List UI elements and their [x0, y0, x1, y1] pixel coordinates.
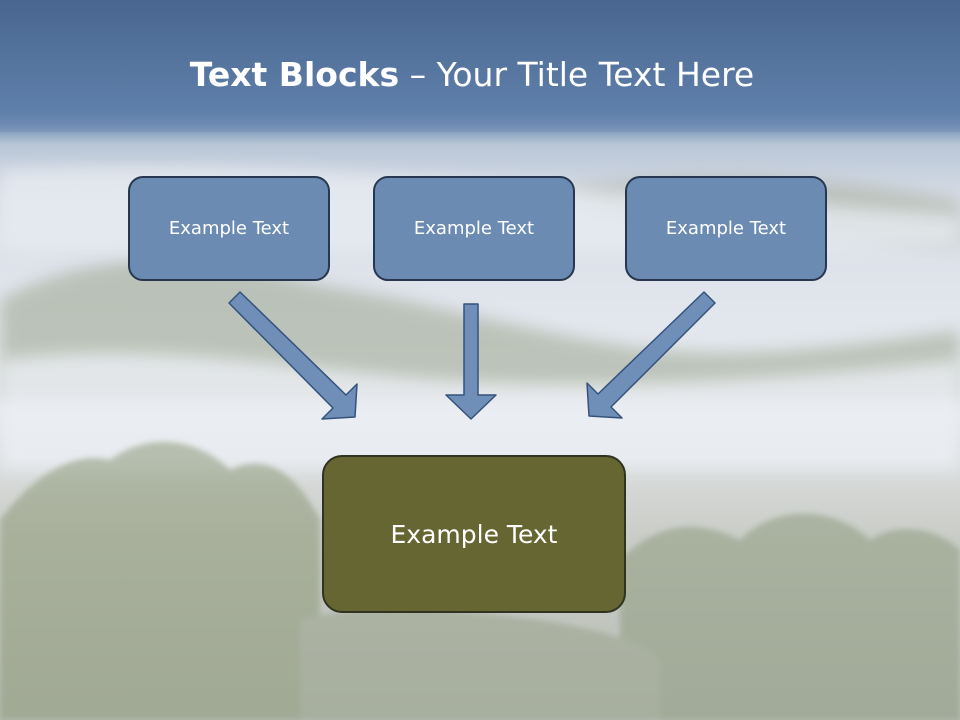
top-box-right-label: Example Text: [665, 218, 787, 239]
title-bold: Text Blocks: [189, 55, 400, 94]
arrow-right-to-bottom: [586, 291, 716, 419]
top-box-left-label: Example Text: [168, 218, 290, 239]
top-box-right: Example Text: [625, 176, 827, 281]
top-box-center: Example Text: [373, 176, 575, 281]
bottom-box: Example Text: [322, 455, 626, 613]
top-box-center-label: Example Text: [413, 218, 535, 239]
slide-title: Text Blocks – Your Title Text Here: [0, 52, 944, 98]
top-box-left: Example Text: [128, 176, 330, 281]
bottom-box-label: Example Text: [390, 519, 558, 549]
title-rest: Your Title Text Here: [436, 55, 755, 94]
title-dash: –: [399, 55, 437, 94]
arrow-center-to-bottom: [445, 303, 497, 420]
arrow-left-to-bottom: [228, 291, 358, 420]
